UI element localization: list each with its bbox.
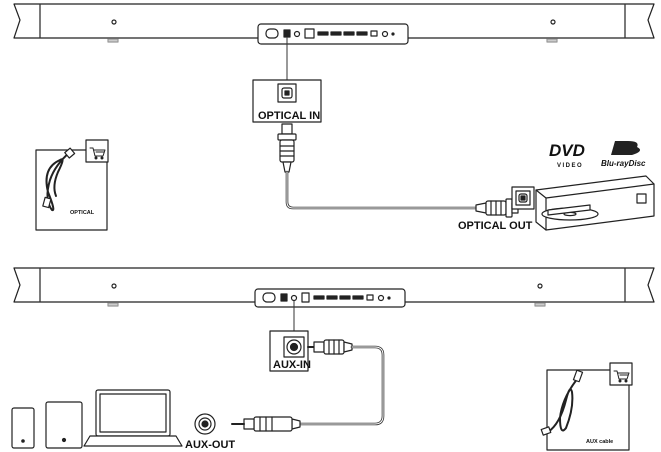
- aux-out-port: [194, 413, 216, 435]
- optical-out-label: OPTICAL OUT: [458, 220, 533, 232]
- aux-in-label: AUX-IN: [273, 359, 311, 371]
- dvd-video-label: VIDEO: [557, 163, 583, 169]
- aux-in-port: [269, 330, 309, 372]
- laptop-icon: [83, 389, 183, 447]
- aux-cable: [298, 345, 385, 426]
- optical-cable-coil-icon: [45, 151, 71, 212]
- soundbar-top-port-panel: [257, 23, 409, 45]
- aux-accessory-label: AUX cable: [586, 439, 613, 445]
- optical-accessory-label: OPTICAL: [70, 210, 95, 216]
- shopping-cart-icon: [613, 370, 630, 383]
- bluray-player: [535, 175, 655, 231]
- bluray-logo-mark: [611, 141, 641, 155]
- soundbar-bottom-port-panel: [254, 288, 406, 308]
- aux-plug-top: [307, 339, 353, 355]
- soundbar-top: [13, 3, 655, 45]
- aux-plug-bottom: [231, 416, 301, 432]
- aux-cable-coil-icon: [547, 377, 579, 433]
- optical-cable: [285, 170, 478, 210]
- optical-accessory-card: [35, 139, 109, 231]
- soundbar-bottom: [13, 267, 655, 308]
- dvd-logo: DVD: [549, 141, 585, 160]
- optical-in-label: OPTICAL IN: [258, 110, 320, 122]
- aux-out-label: AUX-OUT: [185, 439, 235, 451]
- optical-out-port: [511, 186, 535, 210]
- optical-in-port: [252, 79, 322, 123]
- tablet-icon: [45, 401, 83, 449]
- shopping-cart-icon: [89, 147, 106, 160]
- aux-accessory-card: [540, 362, 633, 451]
- bluray-logo: Blu-rayDisc: [601, 159, 646, 168]
- optical-plug-top: [277, 123, 297, 173]
- smartphone-icon: [11, 407, 35, 449]
